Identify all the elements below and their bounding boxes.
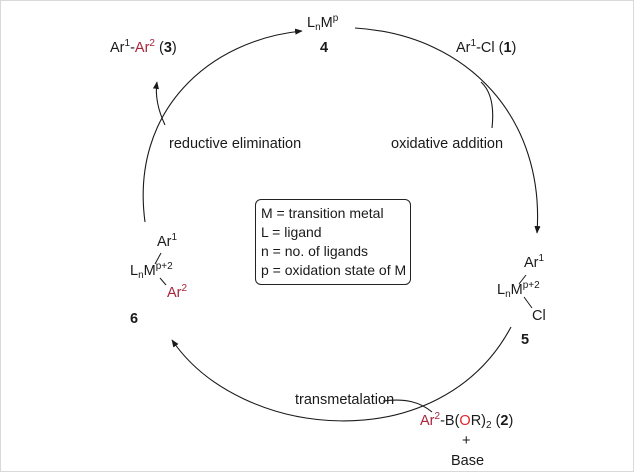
catalyst-formula: LnMp bbox=[307, 13, 339, 33]
legend-item-ligand-count: n = no. of ligands bbox=[261, 243, 369, 259]
arrow-boronic-ester-in bbox=[382, 399, 433, 413]
legend-box: M = transition metal L = ligand n = no. … bbox=[255, 199, 411, 285]
step-oxidative-addition: oxidative addition bbox=[391, 136, 504, 152]
aryl-chloride: Ar1-Cl (1) bbox=[456, 38, 517, 56]
plus-sign: + bbox=[462, 433, 471, 449]
arrow-transmetalation bbox=[171, 326, 512, 422]
step-transmetalation: transmetalation bbox=[295, 392, 395, 408]
bond-m-cl-5 bbox=[523, 296, 533, 309]
arrow-aryl-chloride-in bbox=[480, 81, 494, 129]
step-reductive-elimination: reductive elimination bbox=[169, 136, 302, 152]
bond-m-ar1-6 bbox=[154, 252, 162, 265]
boronic-ester: Ar2-B(OR)2 (2) bbox=[420, 411, 514, 431]
catalyst-number: 4 bbox=[320, 40, 329, 56]
complex-5-number: 5 bbox=[521, 332, 530, 348]
legend-item-metal: M = transition metal bbox=[261, 205, 384, 221]
arrow-oxidative-addition bbox=[354, 27, 541, 234]
product-biaryl: Ar1-Ar2 (3) bbox=[110, 38, 177, 56]
complex-5-metal: LnMp+2 bbox=[497, 280, 540, 300]
legend-item-ligand: L = ligand bbox=[261, 224, 322, 240]
complex-6-ar2: Ar2 bbox=[167, 283, 188, 301]
arrow-product-out bbox=[152, 81, 166, 126]
bond-m-ar2-6 bbox=[159, 277, 167, 286]
complex-6-ar1: Ar1 bbox=[157, 232, 178, 250]
legend-item-oxidation-state: p = oxidation state of M bbox=[261, 262, 407, 278]
complex-6-metal: LnMp+2 bbox=[130, 261, 173, 281]
bond-m-ar1-5 bbox=[518, 274, 527, 285]
complex-6-number: 6 bbox=[130, 311, 139, 327]
arrow-reductive-elimination bbox=[142, 28, 303, 223]
complex-5-cl: Cl bbox=[532, 308, 546, 324]
base-label: Base bbox=[451, 453, 485, 469]
complex-5-ar1: Ar1 bbox=[524, 253, 545, 271]
